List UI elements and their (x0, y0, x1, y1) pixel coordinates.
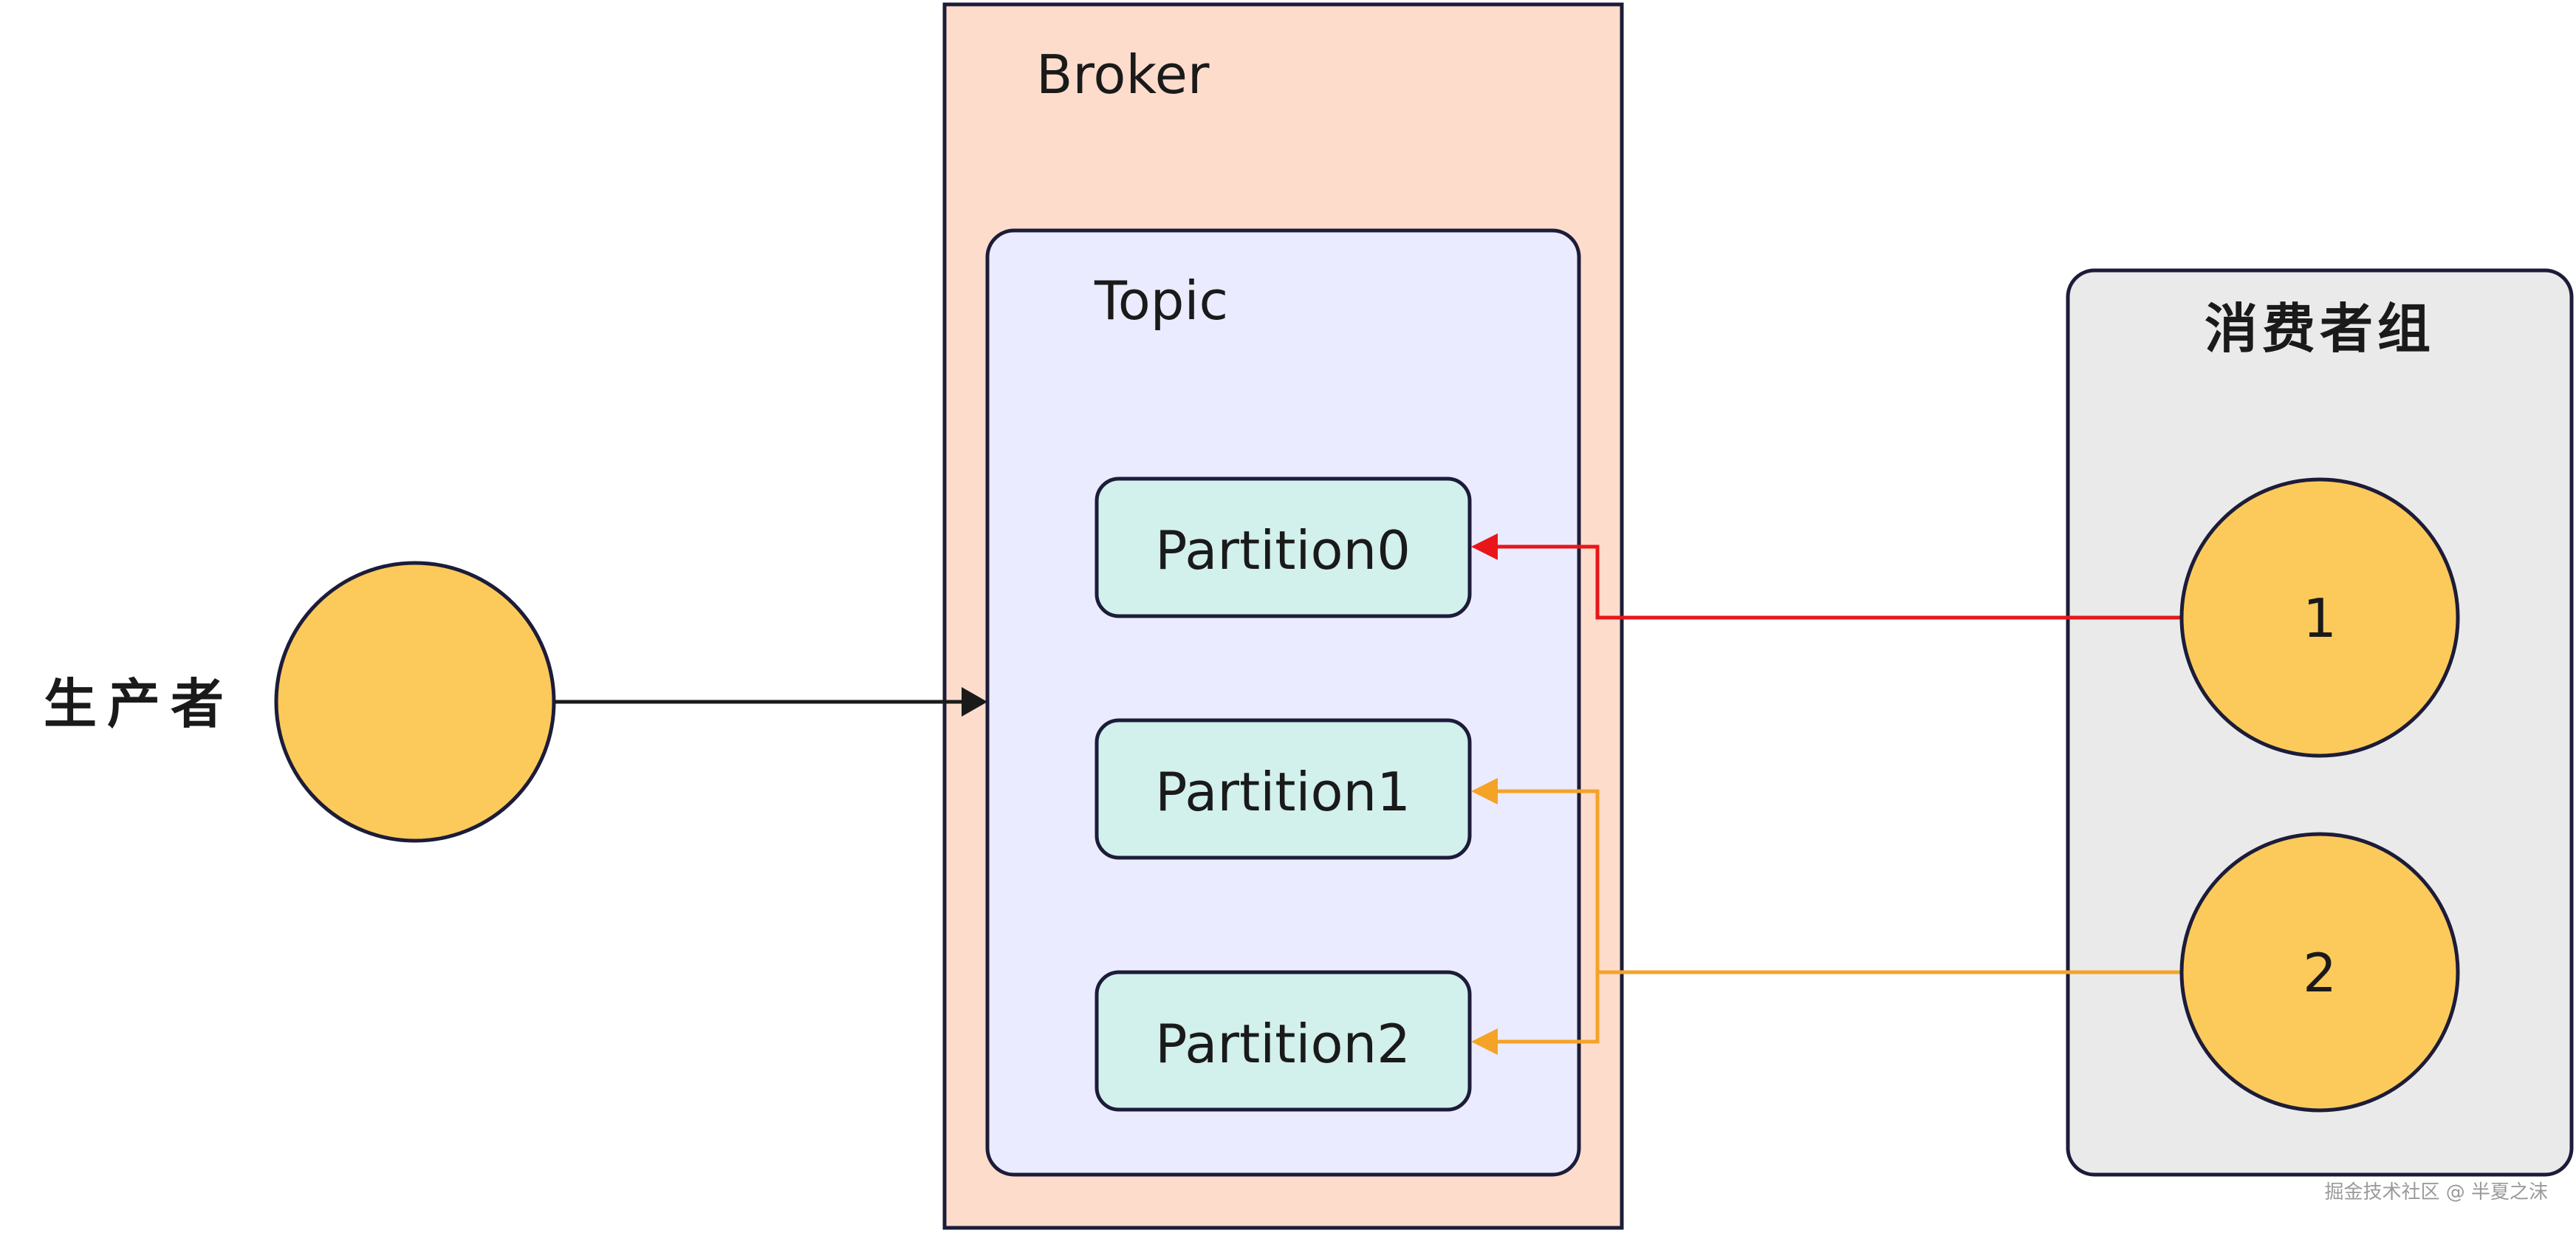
topic-container: Topic (985, 228, 1581, 1177)
broker-label: Broker (1036, 44, 1210, 106)
consumer-label: 1 (2303, 587, 2337, 649)
consumer-2: 2 (2179, 832, 2460, 1113)
partition-1: Partition1 (1095, 718, 1472, 860)
consumer-2-arrow-head-partition1 (1471, 778, 1498, 805)
partition-label: Partition1 (1155, 761, 1411, 823)
consumer-node (2179, 477, 2460, 758)
consumer-1-connector (1471, 533, 2182, 620)
partition-2: Partition2 (1095, 970, 1472, 1112)
consumer-node (2179, 832, 2460, 1113)
consumer-1-arrow-head (1471, 533, 1498, 560)
consumer-1-line (1496, 544, 2182, 620)
partition-box (1095, 718, 1472, 860)
consumer-2-connector (1471, 778, 2182, 1055)
consumer-2-arrow-head-partition2 (1471, 1028, 1498, 1055)
producer-arrow-head (962, 687, 987, 717)
partition-0: Partition0 (1095, 477, 1472, 618)
consumer-label: 2 (2303, 942, 2337, 1004)
producer-node (274, 561, 556, 843)
partition-box (1095, 970, 1472, 1112)
producer-to-topic-connector (555, 687, 987, 717)
partition-label: Partition2 (1155, 1013, 1411, 1075)
consumer-2-branch-line (1496, 789, 1600, 1044)
consumer-1: 1 (2179, 477, 2460, 758)
partition-box (1095, 477, 1472, 618)
consumer-group-label: 消费者组 (2205, 298, 2435, 360)
topic-box (985, 228, 1581, 1177)
partition-label: Partition0 (1155, 519, 1411, 581)
watermark: 掘金技术社区 @ 半夏之沫 (2324, 1181, 2548, 1203)
producer: 生产者 (44, 561, 556, 843)
topic-label: Topic (1094, 270, 1228, 332)
producer-label: 生产者 (44, 673, 234, 735)
